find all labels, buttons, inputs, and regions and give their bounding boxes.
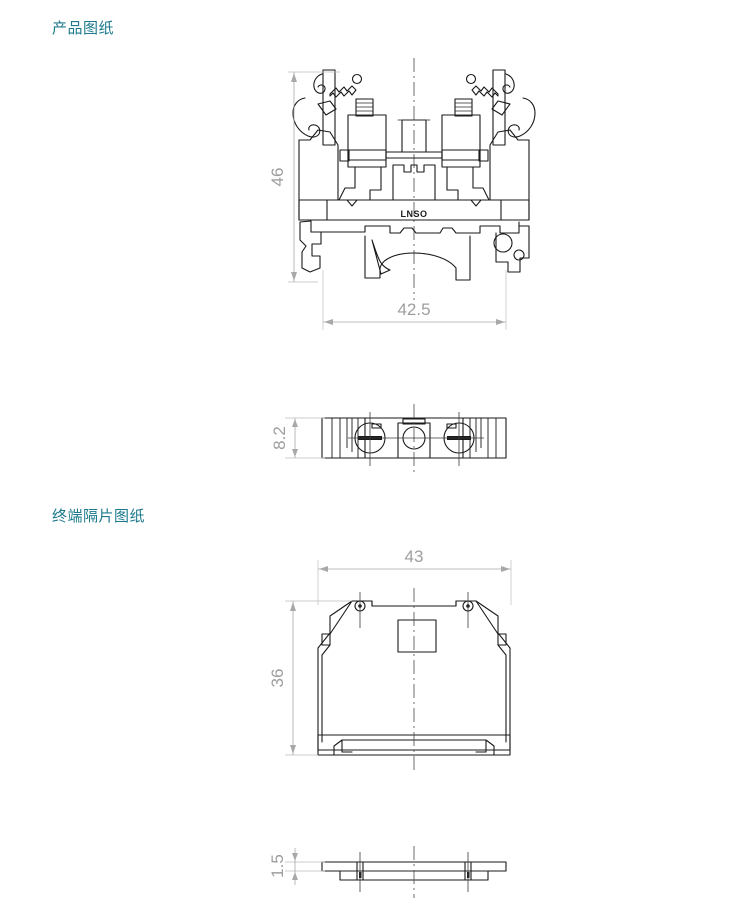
section-title-end-plate-drawing: 终端隔片图纸 xyxy=(52,508,146,525)
dim-label-425: 42.5 xyxy=(397,300,430,319)
end-plate-side-right-tab-hole xyxy=(467,872,470,878)
dimension-43: 43 xyxy=(317,547,512,605)
arrow-top-82 xyxy=(292,419,298,427)
top-view-recess-tabs xyxy=(371,423,457,429)
arrow-bottom-36 xyxy=(290,745,296,754)
view-terminal-block-cross-section: LNSO 46 xyxy=(268,58,536,330)
top-view-center-housing xyxy=(397,422,431,459)
dimension-42-5: 42.5 xyxy=(322,270,507,330)
left-lower-support xyxy=(338,166,382,201)
din-foot-spring-arc xyxy=(364,235,471,281)
end-plate-left-notch xyxy=(321,633,331,646)
left-clamp-hook xyxy=(313,73,326,94)
end-plate-side-left-tab-hole xyxy=(359,872,362,878)
arrow-left-425 xyxy=(324,319,333,325)
center-busbar xyxy=(385,151,443,159)
housing-base-plate xyxy=(298,199,530,221)
end-plate-foot-channel xyxy=(333,739,495,756)
top-view-central-recess xyxy=(364,417,464,459)
view-end-plate-side: 1.5 xyxy=(268,846,507,898)
top-view-left-screw-slot xyxy=(358,436,382,440)
end-plate-shoulder-profile xyxy=(321,600,507,743)
end-plate-top-bridge xyxy=(351,600,477,607)
din-foot-right-clip xyxy=(495,225,530,273)
left-conductor-clamp xyxy=(347,149,387,161)
right-clamp-teeth xyxy=(471,85,499,98)
left-inner-wall xyxy=(322,69,336,146)
dimension-46: 46 xyxy=(268,71,340,283)
left-screw-block xyxy=(347,114,387,168)
view-terminal-block-top: 8.2 xyxy=(270,404,507,474)
din-foot-hole-large xyxy=(493,233,513,253)
end-plate-side-left-tab xyxy=(356,861,364,881)
left-clamp-teeth xyxy=(329,85,357,98)
end-plate-left-pin xyxy=(354,600,366,612)
arrow-left-43 xyxy=(319,566,328,572)
arrow-right-43 xyxy=(501,566,510,572)
arrow-top-36 xyxy=(290,602,296,611)
end-plate-side-right-tab xyxy=(464,861,472,881)
top-view-outer-body xyxy=(321,417,507,459)
dimension-8-2: 8.2 xyxy=(270,417,325,459)
din-foot-hole-small xyxy=(513,249,525,261)
top-view-center-cap xyxy=(402,418,426,425)
arrow-bottom-15 xyxy=(292,872,298,880)
arrow-top-46 xyxy=(291,73,297,82)
right-clamp-tab xyxy=(478,149,489,162)
dimension-36: 36 xyxy=(268,600,352,756)
right-screw-block xyxy=(441,114,481,168)
din-foot-left-clip xyxy=(299,220,322,273)
part-marking-lnso: LNSO xyxy=(400,209,427,219)
end-plate-main-outline xyxy=(317,600,511,751)
center-upper-slot xyxy=(401,119,427,153)
dimension-1-5: 1.5 xyxy=(268,848,325,885)
end-plate-right-notch xyxy=(497,633,507,646)
end-plate-left-pin-center xyxy=(358,604,362,608)
left-pivot-circle xyxy=(351,73,363,85)
arrow-top-15 xyxy=(292,853,298,861)
top-view-left-screw-head xyxy=(354,422,386,454)
dim-label-82: 8.2 xyxy=(270,426,289,450)
right-lower-support xyxy=(446,166,490,201)
left-wire-funnel xyxy=(292,97,337,138)
view-end-plate-front: 43 36 xyxy=(268,547,512,772)
end-plate-thin-step xyxy=(339,870,489,881)
dim-label-43: 43 xyxy=(405,547,424,566)
dim-label-15: 1.5 xyxy=(268,854,287,878)
din-foot-arc-tip xyxy=(371,239,391,275)
arrow-right-425 xyxy=(496,319,505,325)
right-conductor-clamp xyxy=(441,149,481,161)
arrow-bottom-46 xyxy=(291,272,297,281)
right-inner-wall xyxy=(492,69,506,146)
right-screw-thread-body xyxy=(454,98,473,117)
arrow-bottom-82 xyxy=(292,449,298,457)
right-clamp-hook xyxy=(502,73,515,94)
end-plate-right-pin xyxy=(462,600,474,612)
center-divider-block xyxy=(392,164,436,201)
dim-label-46: 46 xyxy=(268,168,287,187)
right-housing-wall xyxy=(489,129,530,221)
section-title-product-drawing: 产品图纸 xyxy=(52,20,115,37)
end-plate-center-rectangle xyxy=(397,619,437,653)
end-plate-foot-outer xyxy=(317,734,511,756)
end-plate-thin-body xyxy=(321,861,507,872)
top-view-right-screw-slot xyxy=(447,436,471,440)
right-wire-funnel xyxy=(491,97,536,138)
base-notches xyxy=(346,199,482,207)
left-screw-thread-body xyxy=(355,98,374,117)
left-housing-wall xyxy=(298,129,339,221)
dim-label-36: 36 xyxy=(268,669,287,688)
top-view-right-screw-head xyxy=(443,422,475,454)
right-pivot-circle xyxy=(465,73,477,85)
top-view-center-circle xyxy=(402,426,426,450)
din-foot-upper-rail-profile xyxy=(310,221,520,234)
left-clamp-tab xyxy=(339,149,350,162)
end-plate-right-pin-center xyxy=(466,604,470,608)
